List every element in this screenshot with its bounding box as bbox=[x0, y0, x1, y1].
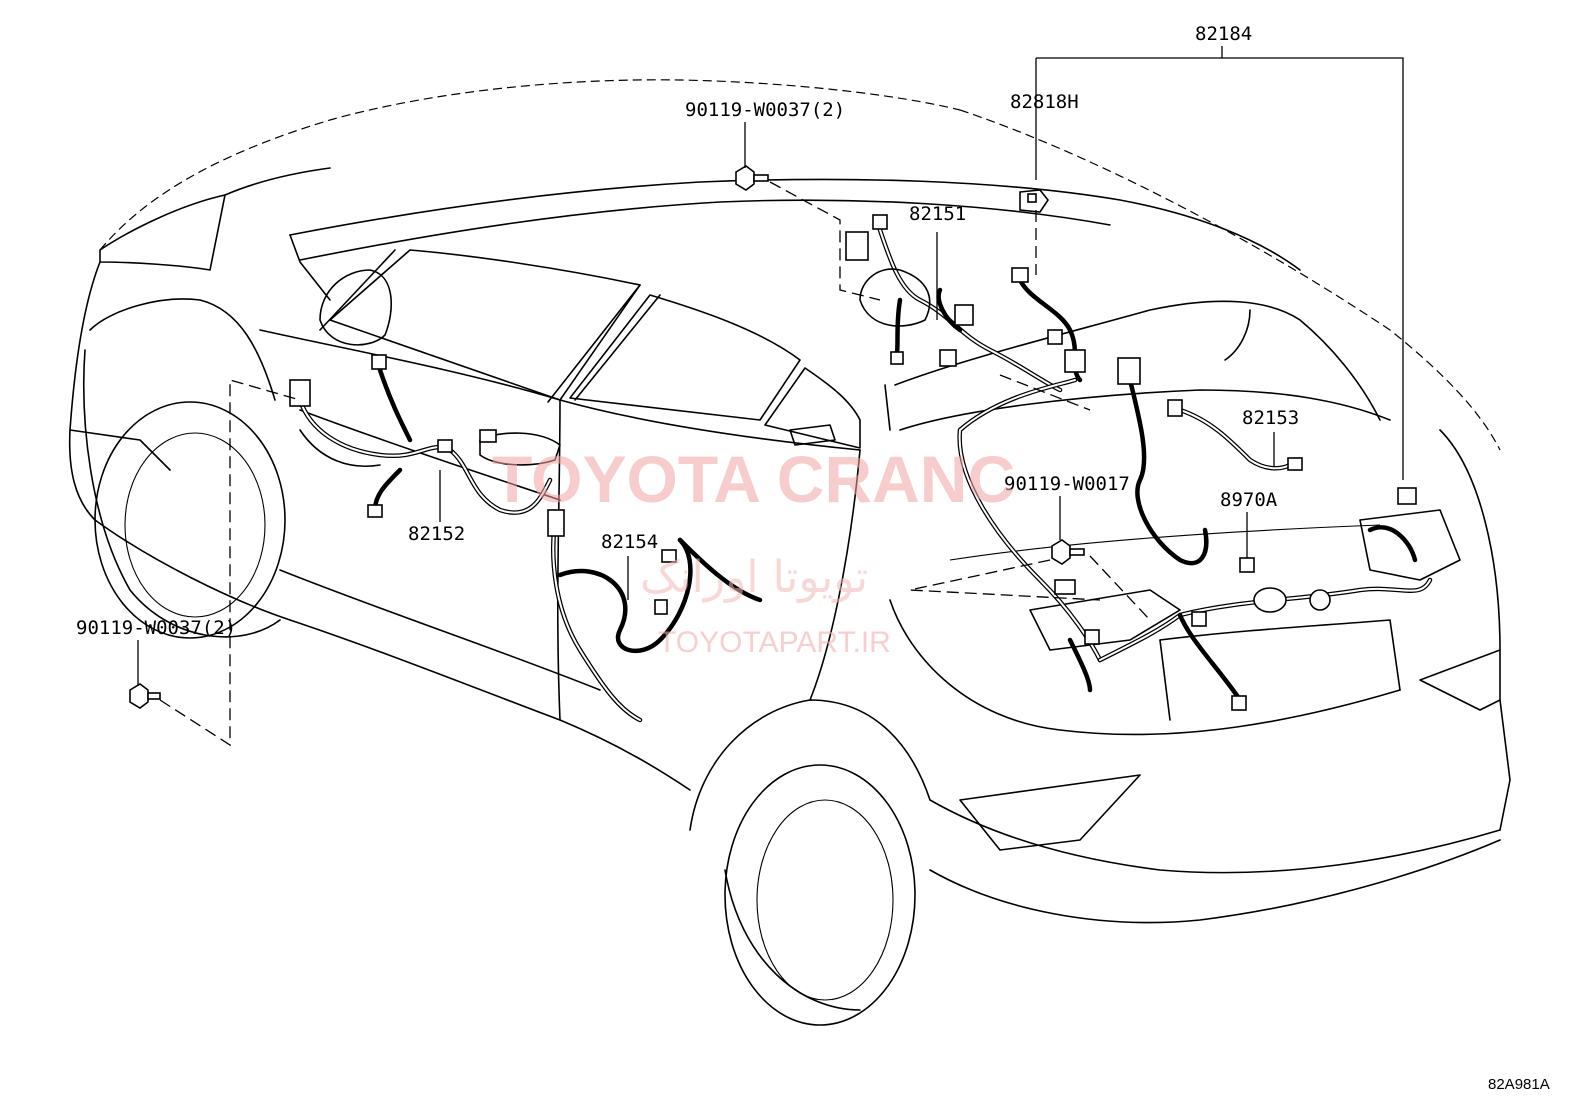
connector-icon bbox=[1011, 267, 1029, 283]
connector-icon bbox=[1191, 611, 1207, 627]
connector-icon bbox=[661, 549, 677, 563]
watermark: TOYOTA CRANC تویوتا اورانک TOYOTAPART.IR bbox=[492, 442, 1015, 659]
label-82184: 82184 bbox=[1195, 23, 1252, 45]
figure-reference: 82A981A bbox=[1488, 1076, 1550, 1093]
bolt-icon bbox=[735, 165, 769, 191]
label-82152: 82152 bbox=[408, 523, 465, 545]
connector-icon bbox=[1397, 487, 1417, 505]
watermark-url: TOYOTAPART.IR bbox=[658, 626, 891, 659]
label-8970A: 8970A bbox=[1220, 489, 1278, 511]
callout-leaders bbox=[137, 46, 1404, 686]
label-90119-W0037-left: 90119-W0037(2) bbox=[76, 617, 236, 639]
license-light-icon bbox=[1253, 587, 1287, 613]
label-90119-W0017: 90119-W0017 bbox=[1004, 473, 1130, 495]
connector-icon bbox=[1084, 629, 1100, 645]
connector-icon bbox=[437, 439, 453, 453]
connector-icon bbox=[547, 509, 565, 537]
connector-icon bbox=[1064, 349, 1086, 373]
bolt-icon bbox=[129, 683, 161, 709]
connector-8970A bbox=[1239, 557, 1255, 573]
part-labels: 82184 82818H 90119-W0037(2) 82151 82153 … bbox=[76, 23, 1550, 1093]
clip-82818H bbox=[1019, 189, 1049, 213]
connector-icon bbox=[367, 504, 383, 518]
watermark-brand: TOYOTA CRANC bbox=[492, 442, 1015, 516]
label-90119-W0037-top: 90119-W0037(2) bbox=[685, 99, 845, 121]
label-82153: 82153 bbox=[1242, 407, 1299, 429]
label-82818H: 82818H bbox=[1010, 91, 1079, 113]
wire-harness-82151 bbox=[845, 214, 1063, 393]
connector-icon bbox=[1047, 329, 1063, 345]
connector-icon bbox=[954, 304, 974, 326]
connector-icon bbox=[654, 599, 668, 615]
connector-icon bbox=[1167, 399, 1183, 417]
connector-icon bbox=[890, 351, 904, 365]
connector-icon bbox=[1287, 457, 1303, 471]
wire-harness-82152 bbox=[289, 354, 553, 518]
label-82154: 82154 bbox=[601, 531, 658, 553]
connector-icon bbox=[872, 214, 888, 230]
bolt-icon bbox=[1051, 539, 1085, 565]
phantom-lines bbox=[159, 181, 1151, 747]
wire-harness-82154 bbox=[547, 509, 763, 723]
label-82151: 82151 bbox=[909, 203, 966, 225]
wire-harness-82153 bbox=[1167, 399, 1303, 471]
connector-icon bbox=[371, 354, 387, 370]
watermark-farsi: تویوتا اورانک bbox=[640, 552, 868, 603]
connector-icon bbox=[1117, 357, 1141, 385]
connector-icon bbox=[1054, 579, 1076, 595]
connector-icon bbox=[1309, 589, 1331, 611]
connector-icon bbox=[845, 231, 869, 261]
connector-icon bbox=[1231, 695, 1247, 711]
wire-harness-82184 bbox=[957, 267, 1433, 711]
connector-icon bbox=[289, 379, 311, 407]
connector-icon bbox=[939, 349, 957, 367]
connector-icon bbox=[479, 429, 497, 443]
